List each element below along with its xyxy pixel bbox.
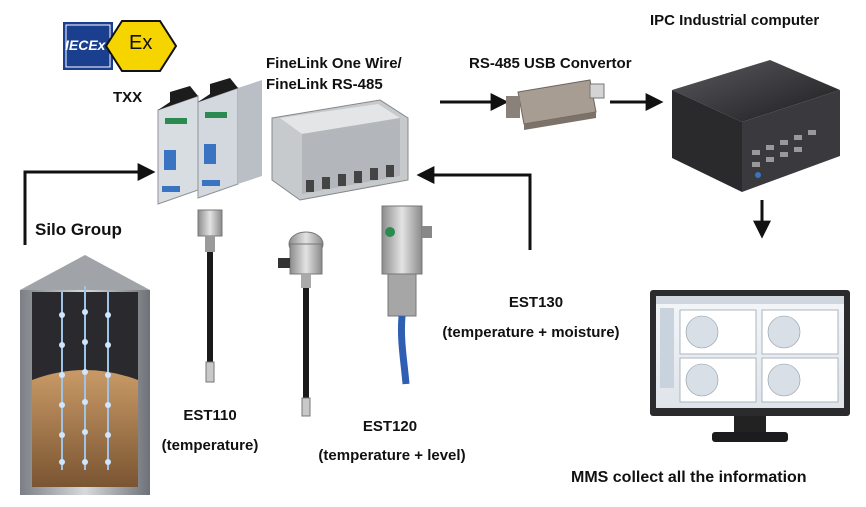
iecex-logo [63,22,113,70]
arrow-est130-to-finelink [416,166,532,250]
iecex-logo-text: IECEx [65,37,106,53]
est130-description: (temperature + moisture) [442,324,620,341]
est120-probe [278,231,324,417]
silo-illustration [20,255,150,495]
ipc-label: IPC Industrial computer [650,12,820,29]
finelink-label-line1: FineLink One Wire/ [266,55,402,72]
est110-probe [197,209,223,383]
finelink-enclosure [271,99,409,201]
est110-name: EST110 [183,407,237,424]
est130-name: EST130 [508,294,564,311]
finelink-label-line2: FineLink RS-485 [266,76,383,93]
ipc-device [672,60,840,192]
ex-logo-text: Ex [129,32,153,54]
est120-name: EST120 [362,418,418,435]
flow-arrows [23,93,771,250]
ex-hexagon-logo [104,20,178,72]
rs485-label: RS-485 USB Convertor [469,55,632,72]
est130-probe [381,205,432,385]
mms-monitor [650,290,850,442]
est110-description: (temperature) [161,437,259,454]
est120-description: (temperature + level) [318,447,466,464]
txx-label: TXX [113,89,143,106]
txx-modules [157,78,262,205]
silo-group-label: Silo Group [35,220,122,239]
arrow-silo-to-txx [23,163,156,245]
mms-label: MMS collect all the information [571,469,807,486]
rs485-convertor-device [506,79,605,130]
